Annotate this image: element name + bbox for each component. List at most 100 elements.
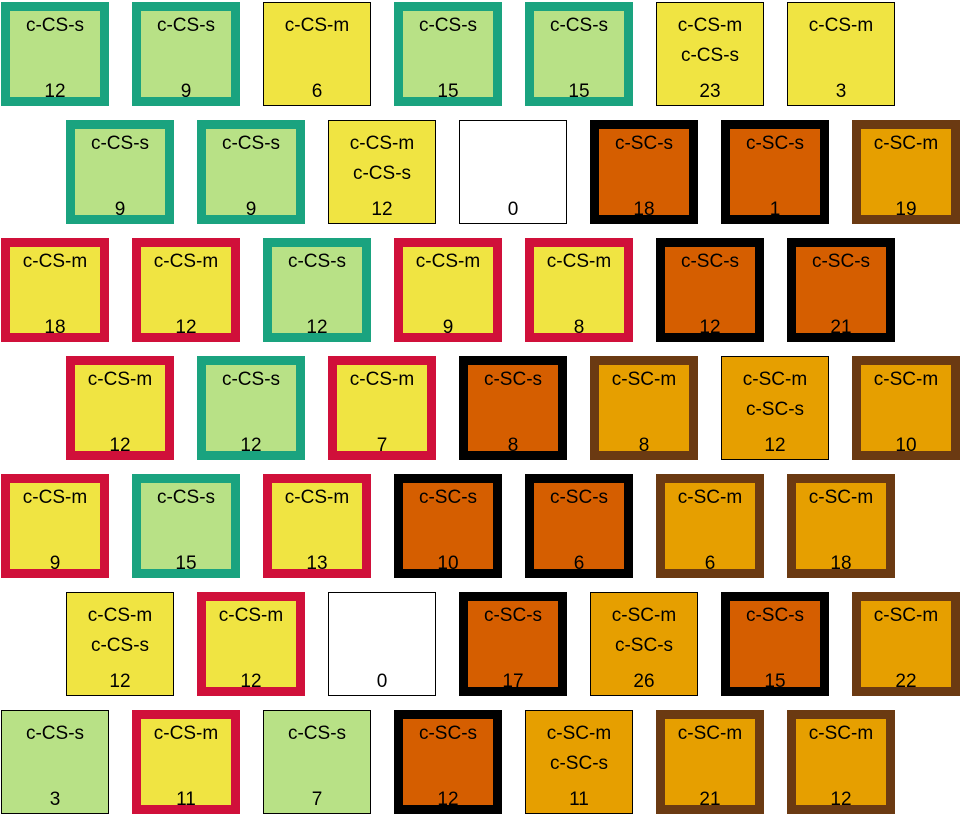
- grid-cell[interactable]: c-SC-m 12: [787, 710, 895, 814]
- cell-count: 9: [245, 199, 257, 220]
- cell-label: c-CS-m: [808, 15, 874, 36]
- cell-count: 12: [44, 81, 66, 102]
- cell-label: c-CS-s: [221, 133, 281, 154]
- grid-cell[interactable]: c-CS-m 6: [263, 2, 371, 106]
- cell-count: 6: [573, 553, 585, 574]
- cell-count: 11: [569, 789, 589, 810]
- grid-cell[interactable]: c-SC-m 19: [852, 120, 960, 224]
- cell-label: c-SC-m: [546, 723, 612, 744]
- cell-label: c-SC-s: [745, 399, 805, 420]
- cell-label: c-CS-m: [677, 15, 743, 36]
- grid-cell[interactable]: c-CS-s 12: [1, 2, 109, 106]
- cell-count: 17: [502, 671, 524, 692]
- cell-count: 9: [114, 199, 126, 220]
- cell-label: c-CS-m: [153, 723, 219, 744]
- grid-cell[interactable]: c-SC-s 1: [721, 120, 829, 224]
- cell-label: c-CS-m: [284, 15, 350, 36]
- cell-label: c-CS-m: [546, 251, 612, 272]
- cell-label: c-CS-s: [221, 369, 281, 390]
- cell-label: c-CS-m: [349, 133, 415, 154]
- cell-count: 1: [769, 199, 781, 220]
- grid-cell[interactable]: c-CS-m 12: [197, 592, 305, 696]
- cell-count: 12: [764, 435, 786, 456]
- cell-count: 12: [699, 317, 721, 338]
- cell-label: c-CS-m: [22, 251, 88, 272]
- cell-label: c-CS-s: [156, 487, 216, 508]
- grid-cell[interactable]: c-CS-m 3: [787, 2, 895, 106]
- cell-count: 21: [830, 317, 852, 338]
- cell-count: 6: [704, 553, 716, 574]
- grid-cell[interactable]: c-CS-s 9: [197, 120, 305, 224]
- cell-count: 12: [240, 435, 262, 456]
- cell-count: 7: [311, 789, 323, 810]
- cell-label: c-CS-s: [25, 15, 85, 36]
- cell-label: c-CS-s: [418, 15, 478, 36]
- cell-label: c-SC-s: [745, 133, 805, 154]
- cell-label: c-SC-m: [873, 133, 939, 154]
- grid-cell[interactable]: 0: [328, 592, 436, 696]
- cell-count: 3: [835, 81, 847, 102]
- cell-count: 12: [240, 671, 262, 692]
- cell-count: 9: [442, 317, 454, 338]
- grid-cell[interactable]: c-CS-s 12: [197, 356, 305, 460]
- cell-count: 19: [895, 199, 917, 220]
- cell-count: 3: [49, 789, 61, 810]
- cell-label: c-SC-m: [808, 723, 874, 744]
- cell-label: c-SC-s: [614, 133, 674, 154]
- grid-cell[interactable]: c-CS-m 18: [1, 238, 109, 342]
- cell-count: 9: [49, 553, 61, 574]
- cell-count: 18: [44, 317, 66, 338]
- cell-count: 6: [311, 81, 323, 102]
- grid-cell[interactable]: c-SC-m c-SC-s 11: [525, 710, 633, 814]
- cell-count: 21: [699, 789, 721, 810]
- cell-count: 10: [437, 553, 459, 574]
- cell-label: c-SC-m: [873, 605, 939, 626]
- cell-count: 9: [180, 81, 192, 102]
- grid-cell[interactable]: 0: [459, 120, 567, 224]
- cell-label: c-SC-s: [549, 753, 609, 774]
- cell-count: 12: [830, 789, 852, 810]
- cell-count: 12: [175, 317, 197, 338]
- cell-label: c-CS-m: [218, 605, 284, 626]
- grid-cell[interactable]: c-CS-m 9: [394, 238, 502, 342]
- cell-label: c-CS-s: [352, 163, 412, 184]
- cell-label: c-CS-m: [415, 251, 481, 272]
- cell-count: 13: [306, 553, 328, 574]
